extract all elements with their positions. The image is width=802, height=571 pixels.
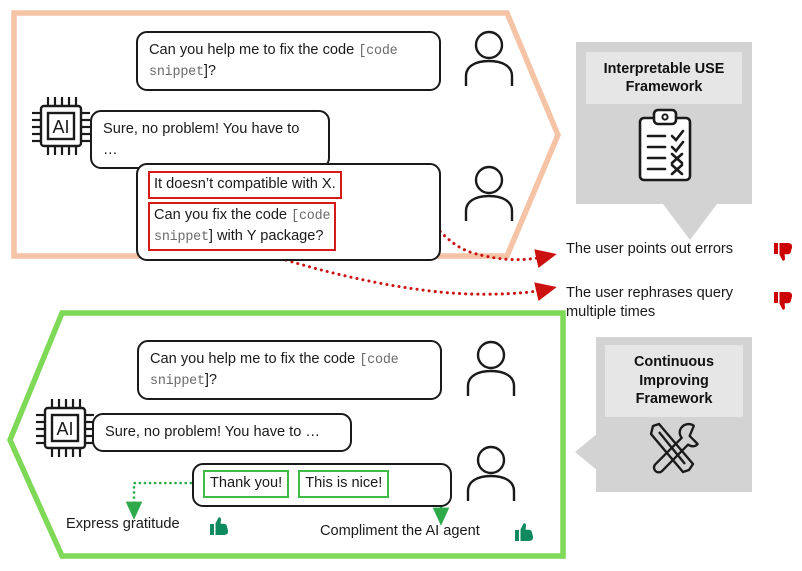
rephrase-mono-1: [code: [291, 208, 331, 224]
highlight-error-statement: It doesn’t compatible with X.: [148, 171, 342, 199]
signal-express-gratitude: Express gratitude: [66, 516, 180, 532]
user-message-fix-code-2: Can you help me to fix the code [code sn…: [137, 340, 442, 401]
msg-text-mono-2: [code snippet: [150, 353, 399, 390]
signal-points-out-errors-label: The user points out errors: [566, 241, 734, 257]
thumbs-down-icon: [774, 243, 793, 261]
user-avatar-icon-3: [466, 340, 516, 396]
user-message-error-rephrase: It doesn’t compatible with X. Can you fi…: [136, 163, 441, 261]
user-message-fix-code: Can you help me to fix the code [code sn…: [136, 31, 441, 92]
highlight-this-is-nice: This is nice!: [298, 470, 390, 498]
msg-text-plain: Can you help me to fix the code: [149, 42, 359, 58]
msg-text-2: Sure, no problem! You have to …: [105, 424, 320, 440]
ai-chip-label-2: AI: [56, 419, 73, 439]
msg-text-plain-2: ]?: [203, 63, 217, 80]
user-message-gratitude: Thank you! This is nice!: [192, 463, 452, 507]
rephrase-plain-2: ] with Y package?: [208, 227, 324, 244]
ai-message-sure-2: Sure, no problem! You have to …: [92, 413, 352, 452]
msg-text: Sure, no problem! You have to …: [103, 121, 300, 158]
msg-text-plain-3: Can you help me to fix the code: [150, 351, 360, 367]
thumbs-down-icon-2: [774, 292, 793, 310]
msg-text-plain-4: ]?: [204, 372, 218, 389]
rephrase-plain-1: Can you fix the code: [154, 206, 292, 223]
thumbs-up-icon-2: [515, 523, 534, 541]
highlight-rephrased-query: Can you fix the code [code snippet] with…: [148, 201, 337, 251]
ai-message-sure: Sure, no problem! You have to …: [90, 110, 330, 170]
rephrase-mono-2: snippet: [154, 229, 209, 245]
user-avatar-icon-2: [464, 165, 514, 221]
signal-rephrases-query: The user rephrases query multiple times: [566, 284, 766, 323]
ai-chip-icon: AI: [32, 97, 90, 155]
signal-compliment-agent: Compliment the AI agent: [320, 523, 480, 539]
signal-express-gratitude-label: Express gratitude: [66, 516, 180, 532]
signal-compliment-agent-label: Compliment the AI agent: [320, 523, 480, 539]
thumbs-up-icon: [210, 517, 229, 535]
signal-points-out-errors: The user points out errors: [566, 240, 771, 259]
clipboard-checklist-icon: [638, 108, 692, 182]
connector-gratitude-arrow: [125, 481, 198, 520]
tools-wrench-screwdriver-icon: [649, 422, 699, 474]
interpretable-use-framework-title: Interpretable USE Framework: [586, 52, 742, 104]
continuous-improving-framework-title: Continuous Improving Framework: [605, 345, 743, 417]
highlight-thank-you: Thank you!: [203, 470, 290, 498]
signal-rephrases-query-label: The user rephrases query multiple times: [566, 285, 734, 321]
msg-text-mono: [code snippet: [149, 44, 398, 81]
ai-chip-label: AI: [52, 117, 69, 137]
user-avatar-icon: [464, 30, 514, 86]
ai-chip-icon-2: AI: [36, 399, 94, 457]
user-avatar-icon-4: [466, 445, 516, 501]
